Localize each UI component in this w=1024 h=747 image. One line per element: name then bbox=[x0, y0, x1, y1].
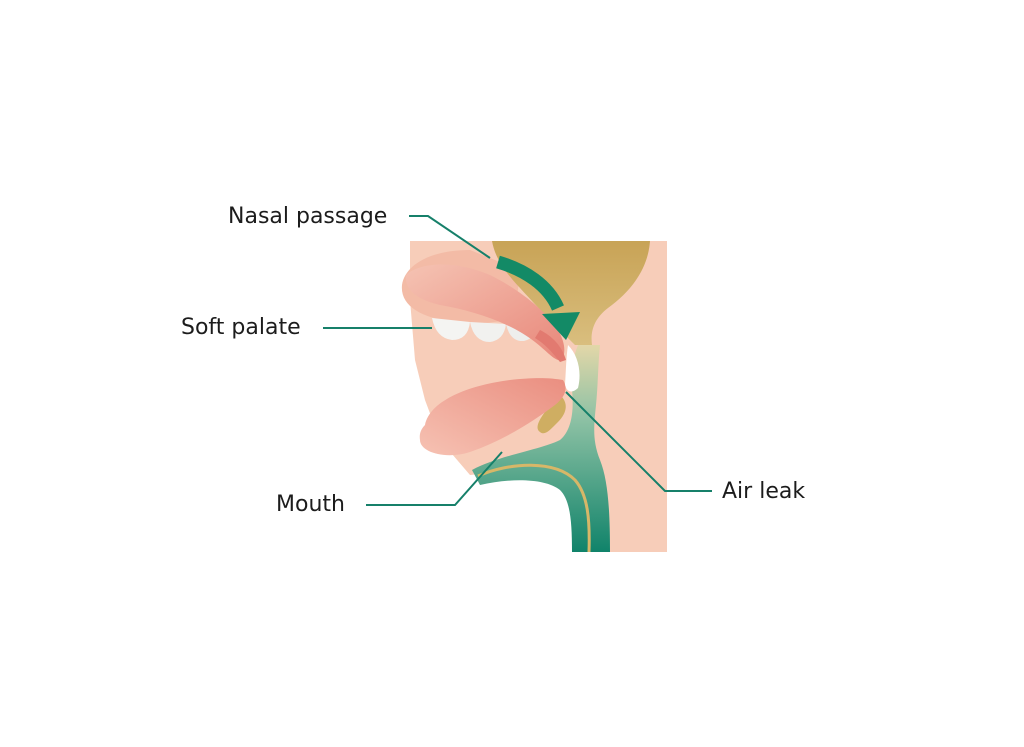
air-leak-label: Air leak bbox=[722, 479, 805, 505]
nasal-passage-label: Nasal passage bbox=[228, 204, 387, 230]
soft-palate-label: Soft palate bbox=[181, 315, 301, 341]
mouth-label: Mouth bbox=[276, 492, 345, 518]
